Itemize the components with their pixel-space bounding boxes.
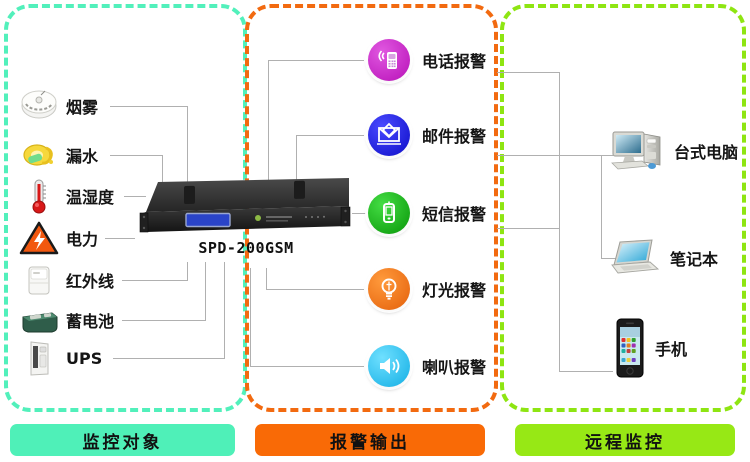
connector-phone — [268, 60, 364, 61]
sensor-row-power: 电力 — [18, 218, 98, 258]
sensor-row-battery: 蓄电池 — [18, 300, 114, 340]
connector-out-trunk — [559, 72, 560, 372]
sensor-label: 蓄电池 — [66, 312, 115, 331]
alarm-label: 邮件报警 — [422, 127, 487, 146]
remote-label: 笔记本 — [670, 250, 719, 269]
mobile-phone-icon — [613, 318, 647, 378]
connector-out-mail — [497, 155, 602, 156]
connector-smoke — [110, 106, 188, 107]
connector-speaker — [250, 366, 364, 367]
zone-remote-monitoring — [500, 4, 746, 412]
caption-text: 远程监控 — [585, 432, 665, 453]
connector-ups-v — [224, 262, 225, 359]
alarm-row-speaker: 喇叭报警 — [368, 344, 486, 388]
connector-infrared-v — [187, 262, 188, 281]
alarm-label: 电话报警 — [422, 52, 487, 71]
sensor-label: UPS — [66, 348, 103, 368]
connector-phone-v — [268, 60, 269, 182]
connector-water-v — [162, 155, 163, 186]
alarm-row-email: 邮件报警 — [368, 113, 486, 157]
spd-200gsm-device — [136, 176, 356, 238]
telephone-icon — [368, 39, 410, 81]
connector-sms — [352, 213, 366, 214]
sensor-label: 电力 — [66, 230, 99, 249]
battery-icon — [18, 300, 60, 340]
connector-infrared — [122, 280, 188, 281]
caption-text: 报警输出 — [330, 432, 410, 453]
remote-row-laptop: 笔记本 — [608, 238, 718, 278]
smoke-detector-icon — [18, 86, 60, 126]
alarm-row-telephone: 电话报警 — [368, 38, 486, 82]
connector-temp — [124, 196, 146, 197]
sensor-row-smoke: 烟雾 — [18, 86, 98, 126]
connector-out-sms — [497, 228, 560, 229]
sensor-label: 烟雾 — [66, 98, 99, 117]
alarm-row-sms: 短信报警 — [368, 191, 486, 235]
lightbulb-icon — [368, 268, 410, 310]
connector-speaker-v — [250, 268, 251, 367]
connector-remote-laptop — [601, 258, 627, 259]
ups-cabinet-icon — [18, 338, 60, 378]
sensor-label: 红外线 — [66, 272, 115, 291]
caption-alarm-outputs: 报警输出 — [255, 424, 485, 456]
connector-power — [105, 238, 135, 239]
remote-label: 台式电脑 — [674, 143, 739, 162]
sensor-label: 漏水 — [66, 147, 99, 166]
laptop-icon — [608, 238, 662, 278]
sensor-row-water: 漏水 — [18, 135, 98, 175]
sensor-label: 温湿度 — [66, 188, 115, 207]
connector-mail — [296, 135, 364, 136]
remote-label: 手机 — [655, 340, 688, 359]
connector-mail-v — [296, 135, 297, 182]
caption-text: 监控对象 — [82, 432, 163, 453]
connector-out-mobile — [559, 371, 613, 372]
connector-remote-pc — [601, 155, 613, 156]
water-leak-icon — [18, 135, 60, 175]
sensor-row-ups: UPS — [18, 338, 102, 378]
connector-out-phone — [497, 72, 560, 73]
connector-ups — [113, 358, 225, 359]
electric-hazard-icon — [18, 218, 60, 258]
caption-monitor-objects: 监控对象 — [10, 424, 235, 456]
sensor-row-infrared: 红外线 — [18, 260, 114, 300]
infrared-sensor-icon — [18, 260, 60, 300]
connector-light-v — [266, 268, 267, 290]
alarm-label: 喇叭报警 — [422, 358, 487, 377]
remote-row-mobile: 手机 — [613, 318, 687, 378]
alarm-label: 短信报警 — [422, 205, 487, 224]
connector-battery-v — [205, 262, 206, 321]
connector-battery — [122, 320, 206, 321]
remote-row-desktop: 台式电脑 — [608, 128, 738, 174]
sms-phone-icon — [368, 192, 410, 234]
connector-smoke-v — [187, 106, 188, 186]
desktop-computer-icon — [608, 128, 666, 174]
speaker-icon — [368, 345, 410, 387]
thermometer-icon — [18, 176, 60, 216]
alarm-label: 灯光报警 — [422, 281, 487, 300]
device-model-label: SPD-200GSM — [198, 239, 294, 257]
connector-light — [266, 289, 364, 290]
sensor-row-temperature: 温湿度 — [18, 176, 114, 216]
envelope-icon — [368, 114, 410, 156]
connector-water — [110, 155, 163, 156]
alarm-row-light: 灯光报警 — [368, 267, 486, 311]
caption-remote-monitoring: 远程监控 — [515, 424, 735, 456]
connector-remote-trunk — [601, 155, 602, 258]
